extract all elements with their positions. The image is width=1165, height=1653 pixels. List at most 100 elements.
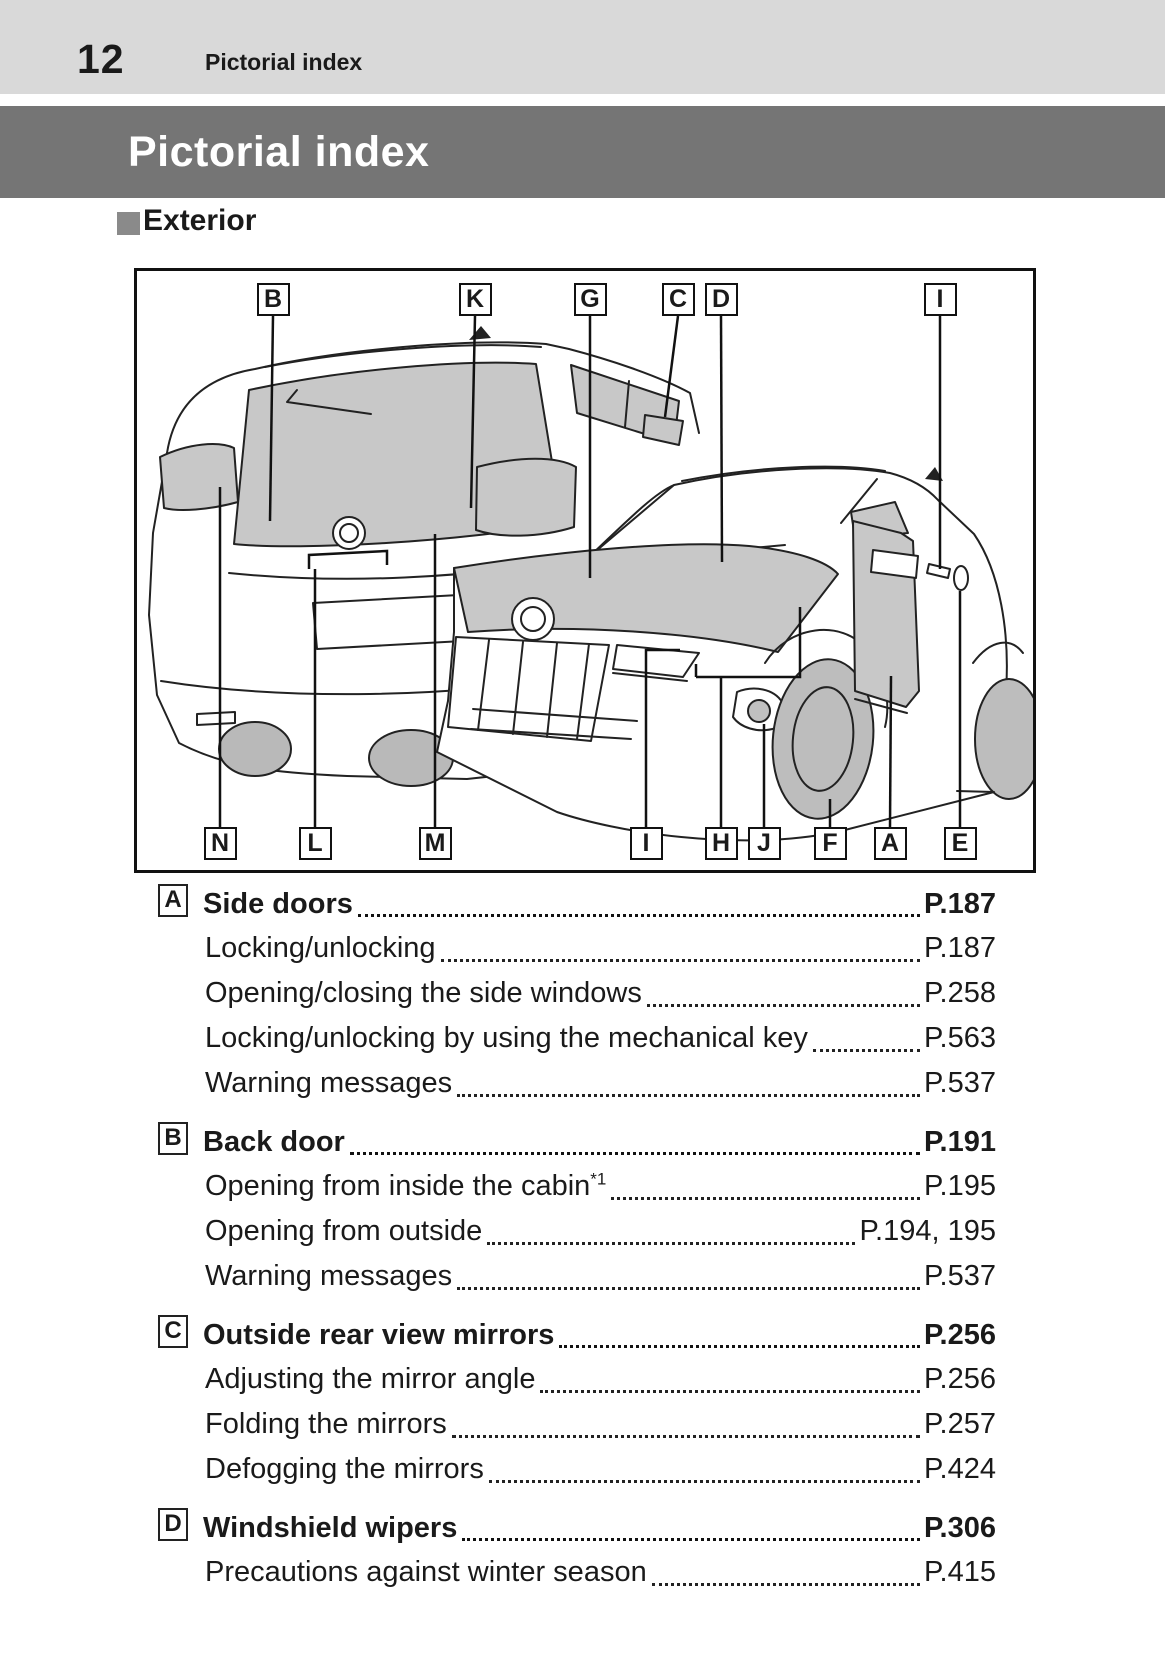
toc-page-ref: P.256 <box>923 1318 996 1351</box>
toc-letter: A <box>164 886 182 913</box>
toc-section: D Windshield wipers P.306 Precautions ag… <box>158 1506 996 1595</box>
toc-letter: D <box>164 1510 182 1537</box>
toc-page-ref: P.195 <box>923 1170 996 1202</box>
toc-dot-leader <box>440 930 920 962</box>
car-diagram-svg <box>148 315 1033 842</box>
diagram-label-box: A <box>873 827 907 860</box>
chapter-title-banner: Pictorial index <box>0 106 1165 198</box>
diagram-label-box: I <box>923 283 957 316</box>
toc-page-ref: P.191 <box>923 1125 996 1158</box>
toc-header-row: C Outside rear view mirrors P.256 <box>158 1313 996 1357</box>
toc-letter: C <box>164 1317 182 1344</box>
toc-section: C Outside rear view mirrors P.256 Adjust… <box>158 1313 996 1492</box>
toc-sub-row: Opening from outside P.194, 195 <box>158 1209 996 1254</box>
pictorial-index-list: A Side doors P.187 Locking/unlocking P.1… <box>158 882 996 1595</box>
toc-page-ref: P.563 <box>923 1022 996 1054</box>
toc-title: Warning messages <box>205 1067 453 1099</box>
toc-letter-box: A <box>158 883 188 917</box>
toc-title: Windshield wipers <box>203 1511 458 1544</box>
toc-page-ref: P.424 <box>923 1453 996 1485</box>
diagram-label-box: N <box>203 827 237 860</box>
toc-title: Opening from outside <box>205 1215 483 1247</box>
diagram-label-box: J <box>747 827 781 860</box>
toc-dot-leader <box>451 1406 920 1438</box>
section-heading: Exterior <box>117 204 256 238</box>
diagram-label-box: K <box>458 283 492 316</box>
toc-section: B Back door P.191 Opening from inside th… <box>158 1120 996 1299</box>
toc-title: Locking/unlocking <box>205 932 436 964</box>
toc-letter-box: C <box>158 1314 188 1348</box>
toc-page-ref: P.187 <box>923 887 996 920</box>
diagram-label-box: M <box>418 827 452 860</box>
callout-leader-lines <box>218 315 962 828</box>
toc-page-ref: P.257 <box>923 1408 996 1440</box>
toc-section: A Side doors P.187 Locking/unlocking P.1… <box>158 882 996 1106</box>
page-header-band: 12 Pictorial index <box>0 0 1165 94</box>
toc-letter-box: B <box>158 1121 188 1155</box>
toc-dot-leader <box>540 1361 920 1393</box>
toc-title: Precautions against winter season <box>205 1556 647 1588</box>
toc-sub-row: Warning messages P.537 <box>158 1254 996 1299</box>
toc-sub-row: Locking/unlocking by using the mechanica… <box>158 1016 996 1061</box>
diagram-label-box: B <box>256 283 290 316</box>
toc-title: Folding the mirrors <box>205 1408 447 1440</box>
section-bullet-square-icon <box>117 211 140 235</box>
toc-sub-row: Opening/closing the side windows P.258 <box>158 971 996 1016</box>
toc-title: Warning messages <box>205 1260 453 1292</box>
toc-sub-row: Defogging the mirrors P.424 <box>158 1447 996 1492</box>
toc-sub-row: Locking/unlocking P.187 <box>158 926 996 971</box>
toc-dot-leader <box>349 1123 920 1155</box>
toc-dot-leader <box>488 1451 920 1483</box>
toc-dot-leader <box>457 1065 920 1097</box>
toc-letter-box: D <box>158 1507 188 1541</box>
toc-page-ref: P.537 <box>923 1260 996 1292</box>
toc-sub-row: Precautions against winter season P.415 <box>158 1550 996 1595</box>
toc-page-ref: P.258 <box>923 977 996 1009</box>
toc-title: Adjusting the mirror angle <box>205 1363 536 1395</box>
running-header-title: Pictorial index <box>205 49 363 75</box>
toc-letter: B <box>164 1124 182 1151</box>
toc-dot-leader <box>487 1213 856 1245</box>
diagram-label-box: D <box>704 283 738 316</box>
diagram-label-box: G <box>573 283 607 316</box>
toc-dot-leader <box>646 975 920 1007</box>
toc-header-row: D Windshield wipers P.306 <box>158 1506 996 1550</box>
toc-title: Locking/unlocking by using the mechanica… <box>205 1022 808 1054</box>
toc-title: Opening/closing the side windows <box>205 977 642 1009</box>
toc-dot-leader <box>462 1509 920 1541</box>
toc-dot-leader <box>812 1020 920 1052</box>
toc-title: Side doors <box>203 887 353 920</box>
toc-title: Outside rear view mirrors <box>203 1318 555 1351</box>
toc-title: Opening from inside the cabin*1 <box>205 1169 607 1202</box>
chapter-title: Pictorial index <box>128 127 430 176</box>
toc-page-ref: P.194, 195 <box>859 1215 996 1247</box>
diagram-label-box: I <box>629 827 663 860</box>
section-heading-label: Exterior <box>143 204 257 237</box>
toc-sub-row: Opening from inside the cabin*1 P.195 <box>158 1164 996 1209</box>
diagram-label-box: F <box>813 827 847 860</box>
toc-page-ref: P.306 <box>923 1511 996 1544</box>
toc-title-superscript: *1 <box>590 1169 607 1189</box>
toc-sub-row: Warning messages P.537 <box>158 1061 996 1106</box>
toc-page-ref: P.256 <box>923 1363 996 1395</box>
toc-sub-row: Folding the mirrors P.257 <box>158 1402 996 1447</box>
toc-header-row: A Side doors P.187 <box>158 882 996 926</box>
toc-title: Defogging the mirrors <box>205 1453 484 1485</box>
toc-page-ref: P.415 <box>923 1556 996 1588</box>
toc-page-ref: P.187 <box>923 932 996 964</box>
toc-dot-leader <box>559 1316 920 1348</box>
toc-sub-row: Adjusting the mirror angle P.256 <box>158 1357 996 1402</box>
diagram-label-box: E <box>943 827 977 860</box>
diagram-label-box: L <box>298 827 332 860</box>
diagram-label-box: C <box>661 283 695 316</box>
toc-header-row: B Back door P.191 <box>158 1120 996 1164</box>
toc-dot-leader <box>611 1168 920 1200</box>
toc-dot-leader <box>357 885 920 917</box>
diagram-label-box: H <box>704 827 738 860</box>
toc-dot-leader <box>457 1258 920 1290</box>
toc-dot-leader <box>651 1554 920 1586</box>
front-view-car-drawing <box>436 465 1033 842</box>
page-number: 12 <box>77 36 125 82</box>
